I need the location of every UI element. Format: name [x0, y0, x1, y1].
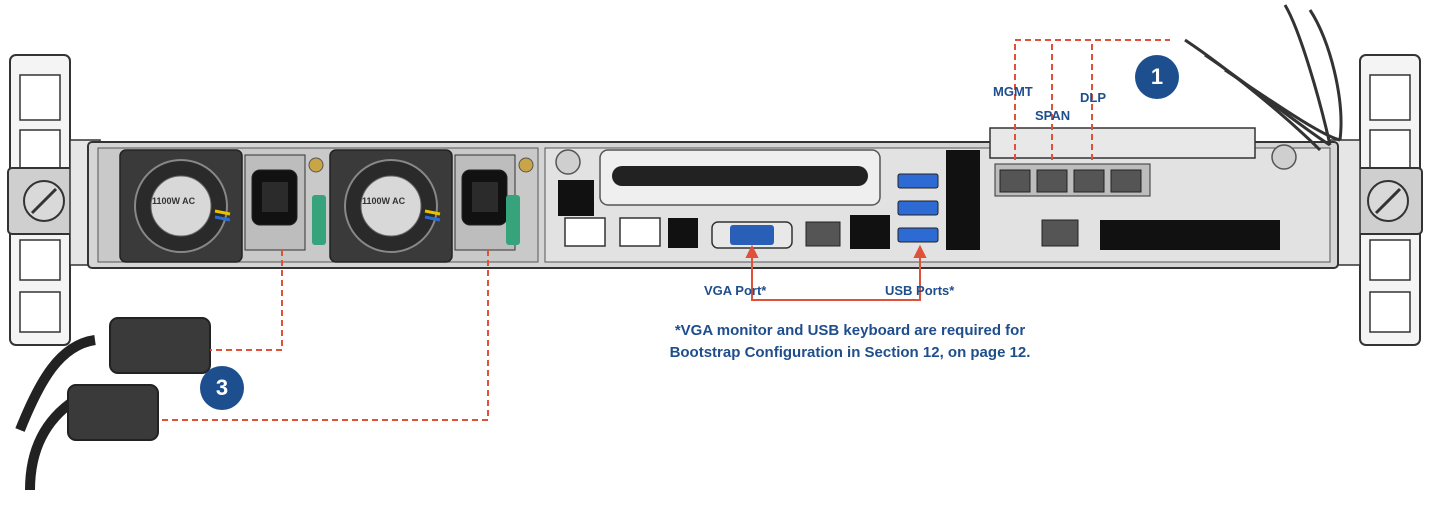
ethernet-port-icon[interactable]: [805, 221, 841, 247]
psu-1-rating-label: 1100W AC: [152, 196, 196, 206]
network-callout-badge: 1: [1135, 55, 1179, 99]
usb-port-2-icon[interactable]: [897, 200, 939, 216]
usb-ports-label: USB Ports*: [885, 283, 955, 298]
left-rack-ear: [7, 54, 101, 346]
mgmt-port-icon[interactable]: [999, 169, 1031, 193]
mgmt-label: MGMT: [993, 84, 1033, 99]
io-callout-lines: [745, 244, 927, 301]
span-port-icon[interactable]: [1036, 169, 1068, 193]
dlp-port-icon[interactable]: [1073, 169, 1105, 193]
vga-port-label: VGA Port*: [704, 283, 767, 298]
psu-2-rating-label: 1100W AC: [362, 196, 406, 206]
right-rack-ear: [1329, 54, 1423, 346]
span-label: SPAN: [1035, 108, 1071, 123]
usb-port-3-icon[interactable]: [897, 227, 939, 243]
rear-io-panel: [555, 144, 1297, 250]
power-cords-icon: [15, 317, 211, 491]
spare-port-icon[interactable]: [1110, 169, 1142, 193]
bootstrap-requirement-note: *VGA monitor and USB keyboard are requir…: [669, 322, 1031, 361]
network-cables-icon: [1184, 4, 1343, 152]
usb-port-1-icon[interactable]: [897, 173, 939, 189]
leader-lines: [160, 39, 1170, 421]
power-callout-badge: 3: [200, 366, 244, 410]
psu-2: [329, 149, 534, 263]
dlp-label: DLP: [1080, 90, 1106, 105]
psu-1: [119, 149, 326, 263]
